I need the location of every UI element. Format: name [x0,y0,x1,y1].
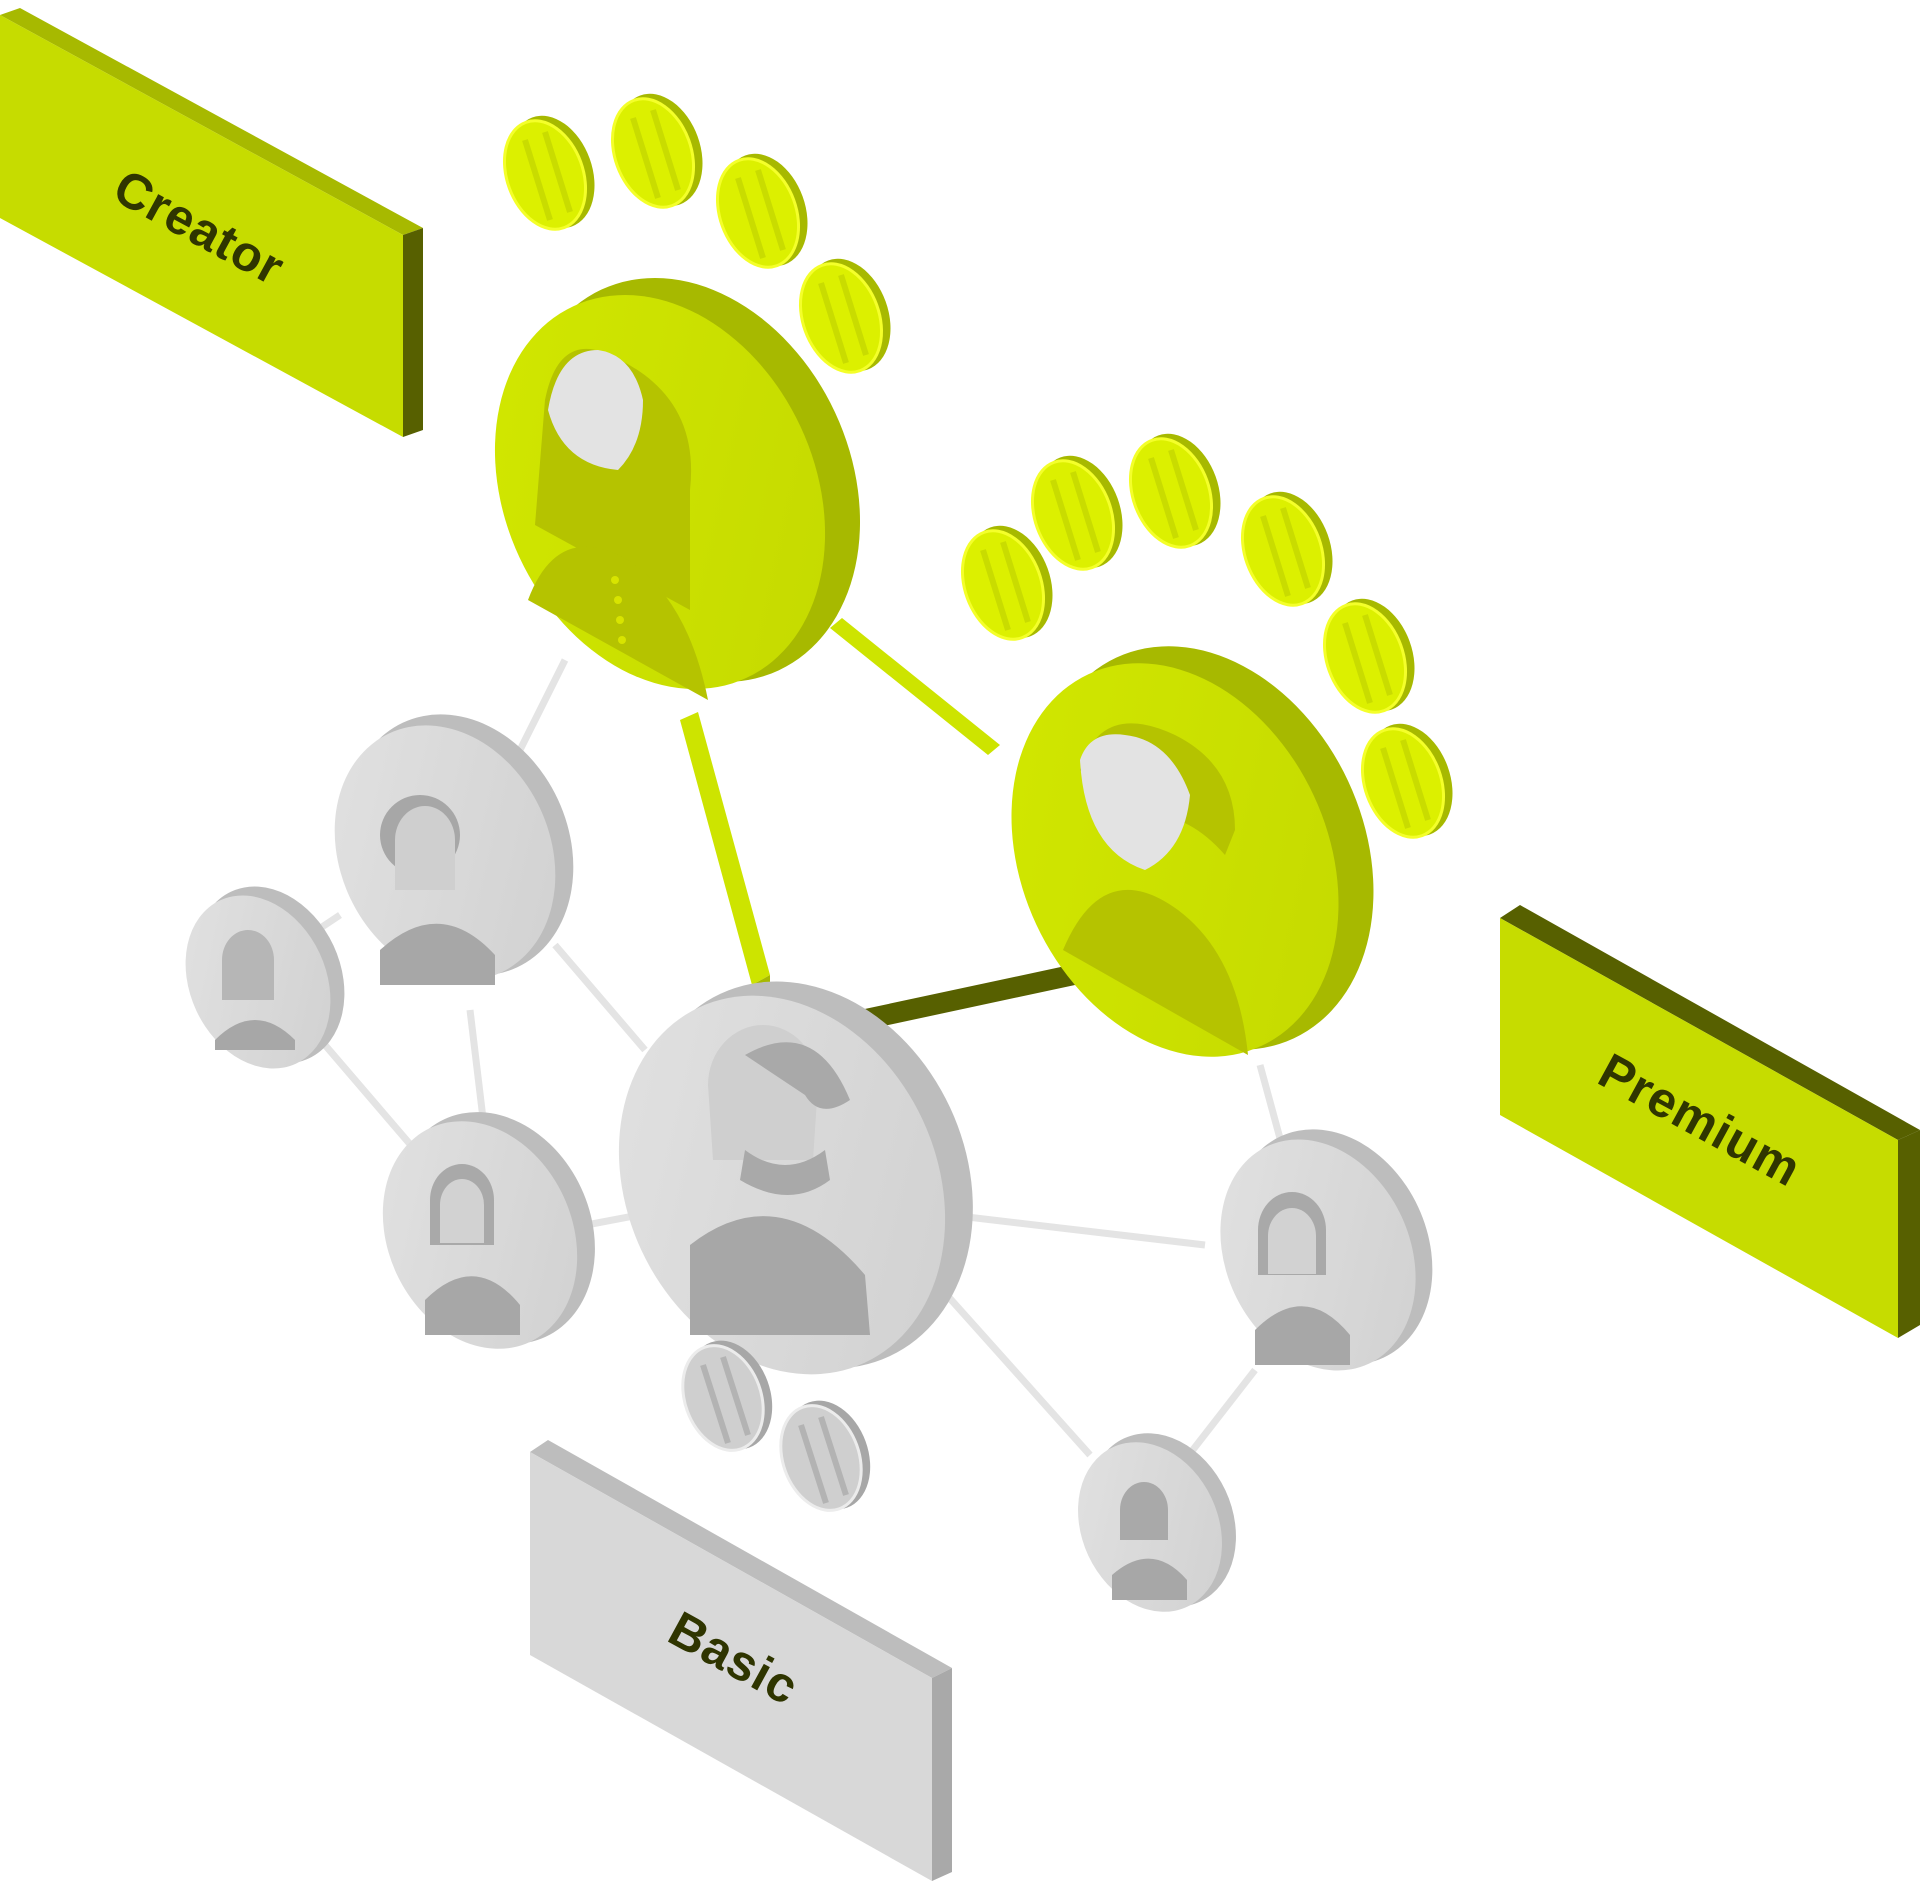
coin-icon [681,1340,773,1452]
woman-avatar-icon [528,348,708,700]
creator-tier-label: Creator [0,8,423,437]
coin-icon [715,153,808,269]
basic-user-node-main [618,981,973,1375]
coin-icon [960,525,1053,641]
creator-coins [502,93,891,374]
basic-user-node-2 [334,714,574,985]
coin-icon [1128,433,1221,549]
premium-user-node [1011,646,1374,1057]
coin-icon [779,1400,871,1512]
premium-tier-label: Premium [1500,905,1920,1338]
user-avatar-icon [215,930,295,1050]
man-avatar-icon [1063,723,1248,1055]
basic-user-node-1 [185,886,345,1069]
user-avatar-icon [425,1164,520,1335]
user-avatar-icon [1255,1192,1350,1365]
coin-icon [1240,491,1333,607]
basic-user-node-5 [1078,1433,1236,1612]
user-avatar-icon [380,795,495,985]
coin-icon [1322,598,1415,714]
coin-icon [798,258,891,374]
basic-tier-label: Basic [530,1440,952,1881]
user-avatar-icon [1112,1482,1187,1600]
basic-coins [681,1340,871,1512]
basic-user-node-4 [1220,1129,1433,1371]
creator-user-node [494,278,861,700]
coin-icon [502,115,595,231]
premium-coins [960,433,1453,839]
coin-icon [1030,455,1123,571]
coin-icon [610,93,703,209]
basic-user-node-3 [382,1112,595,1349]
bearded-man-avatar-icon [690,1025,870,1335]
coin-icon [1360,723,1453,839]
